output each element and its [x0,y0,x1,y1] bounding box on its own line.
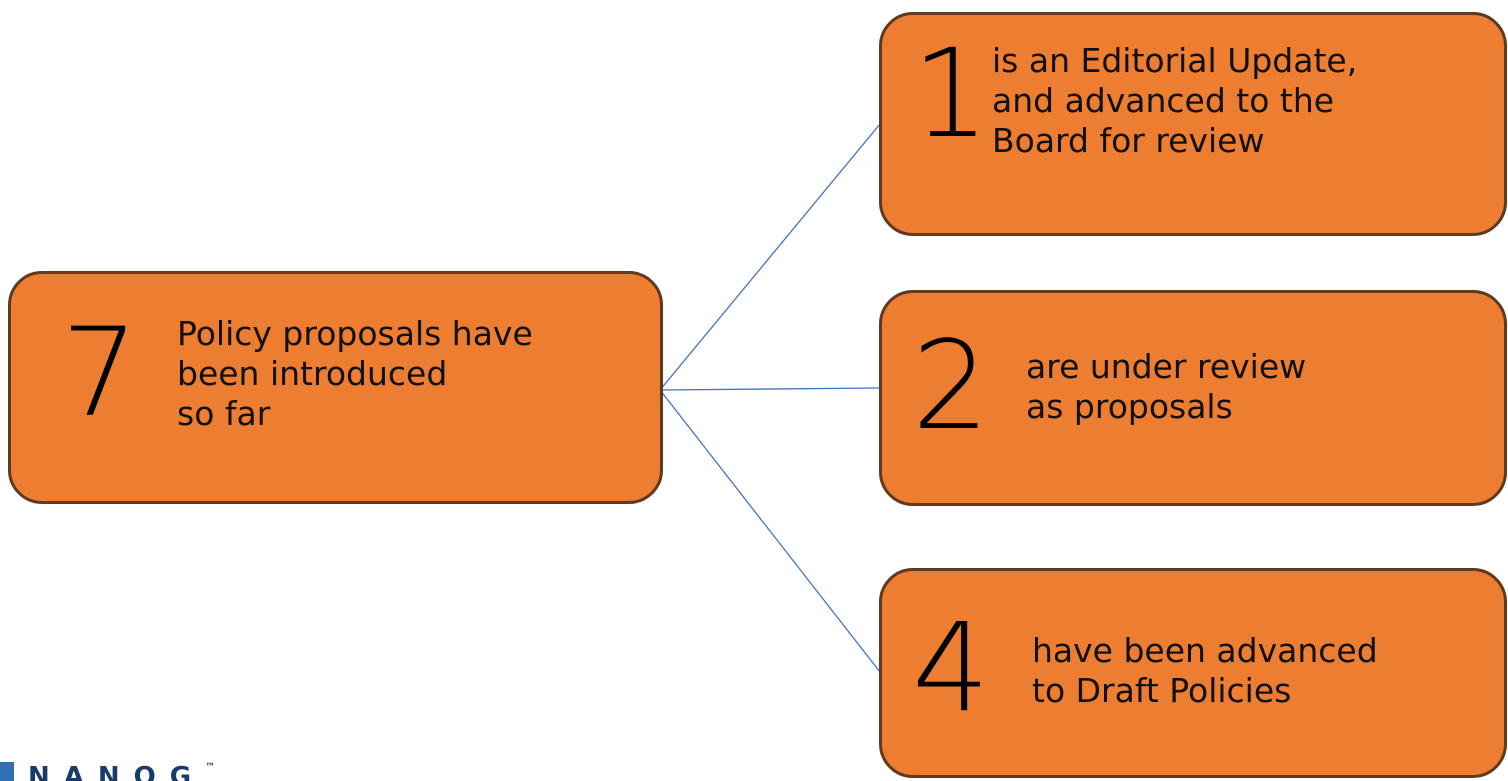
branch-line: as proposals [1026,387,1233,426]
root-line-2: been introduced [177,354,448,393]
root-node: 7 Policy proposals have been introduced … [8,271,663,504]
branch-line: have been advanced [1032,631,1378,670]
branch-line: is an Editorial Update, [992,41,1358,80]
root-line-1: Policy proposals have [177,314,533,353]
connector-to-branch-2 [659,387,881,391]
branch-line: are under review [1026,347,1307,386]
logo-mark-icon [0,762,14,781]
connector-to-branch-3 [659,389,881,673]
branch-node-draft-policies: 4 have been advanced to Draft Policies [879,568,1507,778]
branch-line: and advanced to the [992,81,1335,120]
trademark-symbol: ™ [205,762,216,773]
branch-line: Board for review [992,121,1265,160]
branch-line: to Draft Policies [1032,671,1292,710]
branch-description: is an Editorial Update, and advanced to … [992,41,1357,161]
root-count: 7 [61,302,139,444]
branch-count: 1 [912,23,990,165]
branch-node-editorial: 1 is an Editorial Update, and advanced t… [879,12,1507,236]
connector-to-branch-1 [659,123,881,391]
branch-node-under-review: 2 are under review as proposals [879,290,1507,506]
branch-description: have been advanced to Draft Policies [1032,631,1378,711]
branch-count: 4 [912,597,990,739]
branch-count: 2 [912,315,990,457]
nanog-logo: NANOG™ [0,762,215,781]
logo-text: NANOG [28,762,206,781]
root-description: Policy proposals have been introduced so… [177,314,533,434]
root-line-3: so far [177,394,271,433]
branch-description: are under review as proposals [1026,347,1306,427]
